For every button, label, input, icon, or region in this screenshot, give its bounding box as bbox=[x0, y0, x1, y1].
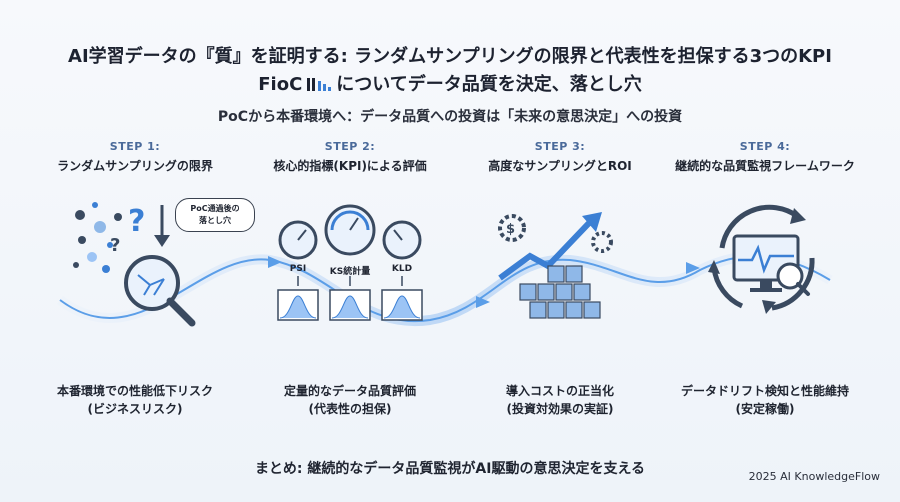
gauge-psi-icon bbox=[278, 220, 318, 260]
step-3-description: 導入コストの正当化 (投資対効果の実証) bbox=[455, 382, 665, 418]
step-2-desc-line2: (代表性の担保) bbox=[308, 402, 392, 416]
subtitle: PoCから本番環境へ：データ品質への投資は「未来の意思決定」への投資 bbox=[217, 109, 683, 125]
step-3-desc-line1: 導入コストの正当化 bbox=[505, 384, 614, 398]
step-2-description: 定量的なデータ品質評価 (代表性の担保) bbox=[245, 382, 455, 418]
step-2-header: STEP 2: 核心的指標(KPI)による評価 bbox=[245, 140, 455, 174]
roi-growth-icon: $ bbox=[498, 212, 613, 319]
credit-text: 2025 AI KnowledgeFlow bbox=[748, 470, 880, 483]
step-1-description: 本番環境での性能低下リスク (ビジネスリスク) bbox=[30, 382, 240, 418]
step-3-heading: 高度なサンプリングとROI bbox=[488, 159, 632, 173]
step-4-header: STEP 4: 継続的な品質監視フレームワーク bbox=[660, 140, 870, 174]
svg-text:$: $ bbox=[506, 222, 515, 237]
bubble-line2: 落とし穴 bbox=[199, 216, 231, 225]
step-4-desc-line2: (安定稼働) bbox=[735, 402, 795, 416]
step-4-desc-line1: データドリフト検知と性能維持 bbox=[680, 384, 849, 398]
step-2-label: STEP 2: bbox=[324, 140, 376, 153]
distribution-charts-icon bbox=[277, 276, 423, 321]
brand-logo-icon bbox=[307, 78, 332, 91]
gauge-label-psi: PSI bbox=[289, 264, 307, 274]
search-icon bbox=[776, 262, 810, 296]
gauge-kld-icon bbox=[382, 220, 422, 260]
step-4-label: STEP 4: bbox=[739, 140, 791, 153]
step-4-description: データドリフト検知と性能維持 (安定稼働) bbox=[660, 382, 870, 418]
title-prefix: FioC bbox=[258, 74, 303, 95]
step-3-label: STEP 3: bbox=[534, 140, 586, 153]
svg-text:?: ? bbox=[110, 235, 120, 256]
step-4-heading: 継続的な品質監視フレームワーク bbox=[675, 159, 855, 173]
kpi-gauges-icon bbox=[277, 204, 423, 321]
step-1-desc-line2: (ビジネスリスク) bbox=[87, 402, 183, 416]
gauge-label-kld: KLD bbox=[391, 264, 413, 274]
gear-icon: $ bbox=[498, 214, 613, 253]
step-1-desc-line1: 本番環境での性能低下リスク bbox=[56, 384, 213, 398]
step-2-desc-line1: 定量的なデータ品質評価 bbox=[283, 384, 416, 398]
step-2-heading: 核心的指標(KPI)による評価 bbox=[273, 159, 427, 173]
step-3-header: STEP 3: 高度なサンプリングとROI bbox=[455, 140, 665, 174]
pitfall-bubble: PoC通過後の 落とし穴 bbox=[175, 198, 255, 232]
monitoring-cycle-icon bbox=[708, 204, 815, 314]
title-suffix: についてデータ品質を決定、落とし穴 bbox=[336, 74, 642, 95]
main-title: AI学習データの『質』を証明する: ランダムサンプリングの限界と代表性を担保する… bbox=[68, 46, 832, 67]
summary-text: まとめ: 継続的なデータ品質監視がAI駆動の意思決定を支える bbox=[254, 461, 646, 477]
step-1-heading: ランダムサンプリングの限界 bbox=[57, 159, 213, 173]
svg-text:?: ? bbox=[128, 204, 145, 239]
magnifier-question-icon: ? ? bbox=[73, 202, 196, 327]
gauge-ks-icon bbox=[324, 204, 376, 256]
main-title-line2: FioC についてデータ品質を決定、落とし穴 bbox=[0, 70, 900, 96]
bubble-line1: PoC通過後の bbox=[190, 204, 240, 213]
data-cubes-icon bbox=[519, 265, 601, 319]
step-1-label: STEP 1: bbox=[109, 140, 161, 153]
step-3-desc-line2: (投資対効果の実証) bbox=[506, 402, 614, 416]
gauge-label-ks: KS統計量 bbox=[329, 267, 371, 277]
step-1-header: STEP 1: ランダムサンプリングの限界 bbox=[30, 140, 240, 174]
